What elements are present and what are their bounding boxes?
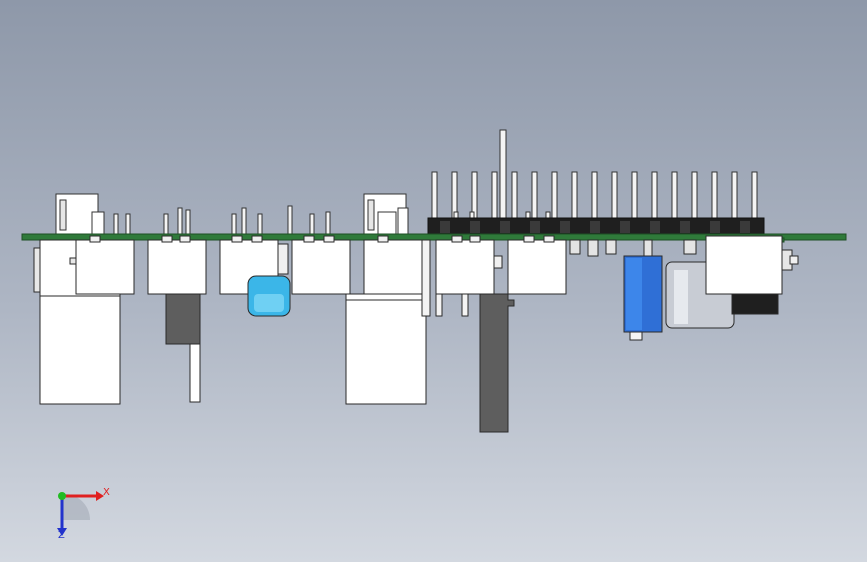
z-axis-label: Z bbox=[58, 530, 65, 541]
under-board-components bbox=[33, 235, 799, 433]
top-connectors bbox=[55, 193, 409, 237]
triad-shadow bbox=[62, 493, 91, 520]
pin-headers bbox=[113, 129, 765, 237]
x-axis-label: X bbox=[103, 487, 110, 498]
y-axis-dot bbox=[58, 492, 66, 500]
pcb-board bbox=[21, 233, 847, 241]
axis-triad bbox=[57, 491, 104, 536]
